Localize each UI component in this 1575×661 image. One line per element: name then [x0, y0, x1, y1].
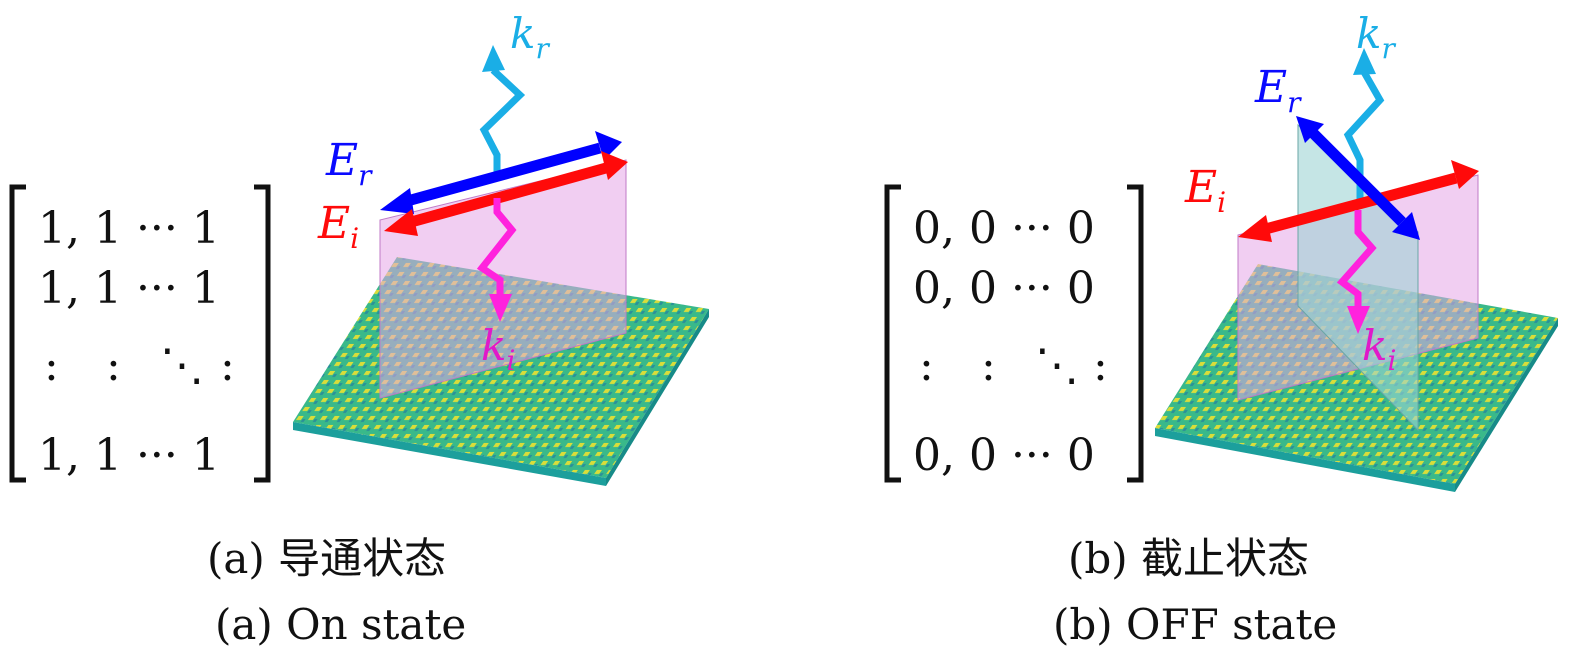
caption-en-b: (b) OFF state [1053, 600, 1337, 649]
k-reflected-arrow-a [479, 45, 526, 180]
k-r-label: kr [510, 9, 550, 65]
matrix-dots: : [106, 340, 121, 391]
e-incident-arrow-b [1238, 160, 1479, 242]
k-incident-arrow-b [1336, 210, 1377, 334]
right-bracket [1127, 184, 1144, 483]
panel-a: 1, 1 ··· 1 1, 1 ··· 1 : : ⋱ : 1, 1 ··· 1… [9, 9, 709, 649]
e-reflected-arrow-b [1296, 116, 1420, 240]
matrix-row: 0, 0 ··· 0 [913, 203, 1095, 254]
matrix-dots: : [981, 340, 996, 391]
panel-b: 0, 0 ··· 0 0, 0 ··· 0 : : ⋱ : 0, 0 ··· 0… [884, 9, 1558, 649]
caption-cn-b: (b) 截止状态 [1068, 534, 1309, 583]
right-bracket [254, 184, 271, 483]
left-bracket [9, 184, 26, 483]
e-i-label: Ei [317, 198, 359, 255]
k-i-label: ki [1362, 321, 1396, 377]
matrix-row: 1, 1 ··· 1 [38, 203, 220, 254]
left-bracket [884, 184, 901, 483]
k-r-label: kr [1356, 9, 1396, 65]
k-incident-arrow-a [476, 198, 517, 322]
matrix-dots: ⋱ [1035, 340, 1079, 391]
matrix-dots: : [1093, 340, 1108, 391]
matrix-row: 0, 0 ··· 0 [913, 263, 1095, 314]
matrix-dots: ⋱ [160, 340, 204, 391]
k-i-label: ki [481, 321, 515, 377]
matrix-row: 1, 1 ··· 1 [38, 263, 220, 314]
matrix-row: 1, 1 ··· 1 [38, 430, 220, 481]
matrix-dots: : [44, 340, 59, 391]
e-i-label: Ei [1184, 162, 1226, 219]
e-r-label: Er [1254, 62, 1302, 119]
matrix-b: 0, 0 ··· 0 0, 0 ··· 0 : : ⋱ : 0, 0 ··· 0 [884, 184, 1144, 483]
matrix-dots: : [220, 340, 235, 391]
e-incident-arrow-a [384, 151, 628, 236]
caption-en-a: (a) On state [215, 600, 466, 649]
e-r-label: Er [325, 135, 373, 192]
matrix-a: 1, 1 ··· 1 1, 1 ··· 1 : : ⋱ : 1, 1 ··· 1 [9, 184, 271, 483]
matrix-row: 0, 0 ··· 0 [913, 430, 1095, 481]
matrix-dots: : [919, 340, 934, 391]
caption-cn-a: (a) 导通状态 [207, 534, 446, 583]
